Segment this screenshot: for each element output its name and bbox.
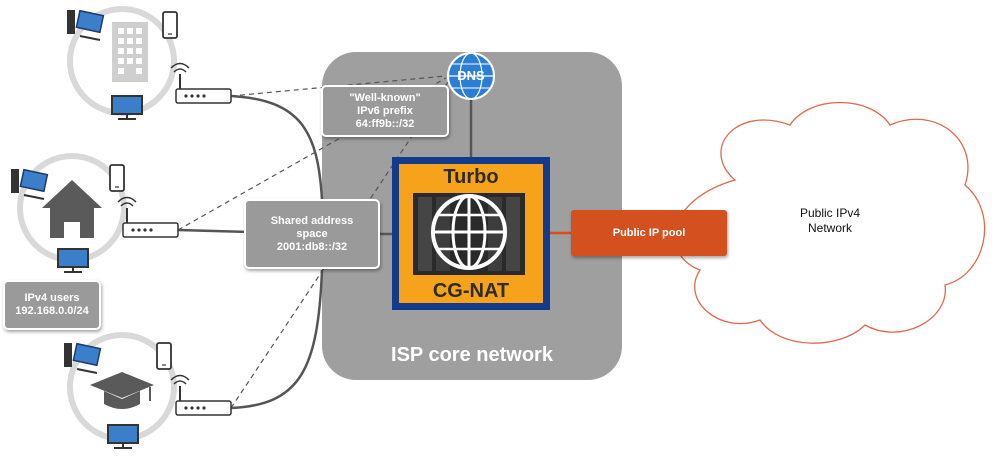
isp-core-network-label: ISP core network xyxy=(391,344,553,366)
router-university xyxy=(170,374,232,416)
link-router3-to-core xyxy=(230,269,324,410)
shared-address-space-label: Shared address space 2001:db8::/32 xyxy=(244,199,380,269)
desktop-computer-icon xyxy=(64,342,102,374)
monitor-icon xyxy=(57,248,89,273)
ipv4-users-line-1: IPv4 users xyxy=(24,292,80,304)
dns-label: DNS xyxy=(457,68,485,83)
well-known-prefix-label: "Well-known" IPv6 prefix 64:ff9b::/32 xyxy=(321,85,449,137)
desktop-computer-icon xyxy=(67,9,105,41)
ipv4-users-line-2: 192.168.0.0/24 xyxy=(15,305,89,317)
cloud-line-2: Network xyxy=(807,221,852,235)
public-ip-pool: Public IP pool xyxy=(571,210,727,256)
cgnat-subtitle: CG-NAT xyxy=(432,280,510,302)
router-home xyxy=(117,196,179,238)
shared-space-line-2: space xyxy=(296,227,328,240)
well-known-line-3: 64:ff9b::/32 xyxy=(355,117,415,130)
smartphone-icon xyxy=(156,342,172,370)
turbo-cgnat-logo xyxy=(392,157,550,310)
cloud-line-1: Public IPv4 xyxy=(799,206,861,220)
desktop-computer-icon xyxy=(11,168,49,200)
office-building-icon xyxy=(112,22,148,82)
graduation-cap-icon xyxy=(90,372,154,409)
well-known-line-1: "Well-known" xyxy=(349,91,421,104)
dns-globe-icon xyxy=(447,52,495,100)
well-known-line-2: IPv6 prefix xyxy=(357,104,413,117)
monitor-icon xyxy=(111,95,143,120)
link-router2-to-core xyxy=(177,228,251,234)
public-ipv4-cloud xyxy=(674,101,986,344)
smartphone-icon xyxy=(162,11,178,39)
shared-space-line-3: 2001:db8::/32 xyxy=(276,240,348,253)
shared-space-line-1: Shared address xyxy=(270,214,354,227)
monitor-icon xyxy=(107,424,139,449)
ipv4-users-label: IPv4 users 192.168.0.0/24 xyxy=(3,280,101,330)
cgnat-title: Turbo xyxy=(443,166,499,188)
public-ipv4-network-label: Public IPv4 Network xyxy=(760,206,900,236)
smartphone-icon xyxy=(109,164,125,192)
router-office xyxy=(170,62,232,104)
house-icon xyxy=(42,180,102,238)
public-ip-pool-label: Public IP pool xyxy=(612,227,686,239)
link-router1-to-core xyxy=(230,94,324,201)
